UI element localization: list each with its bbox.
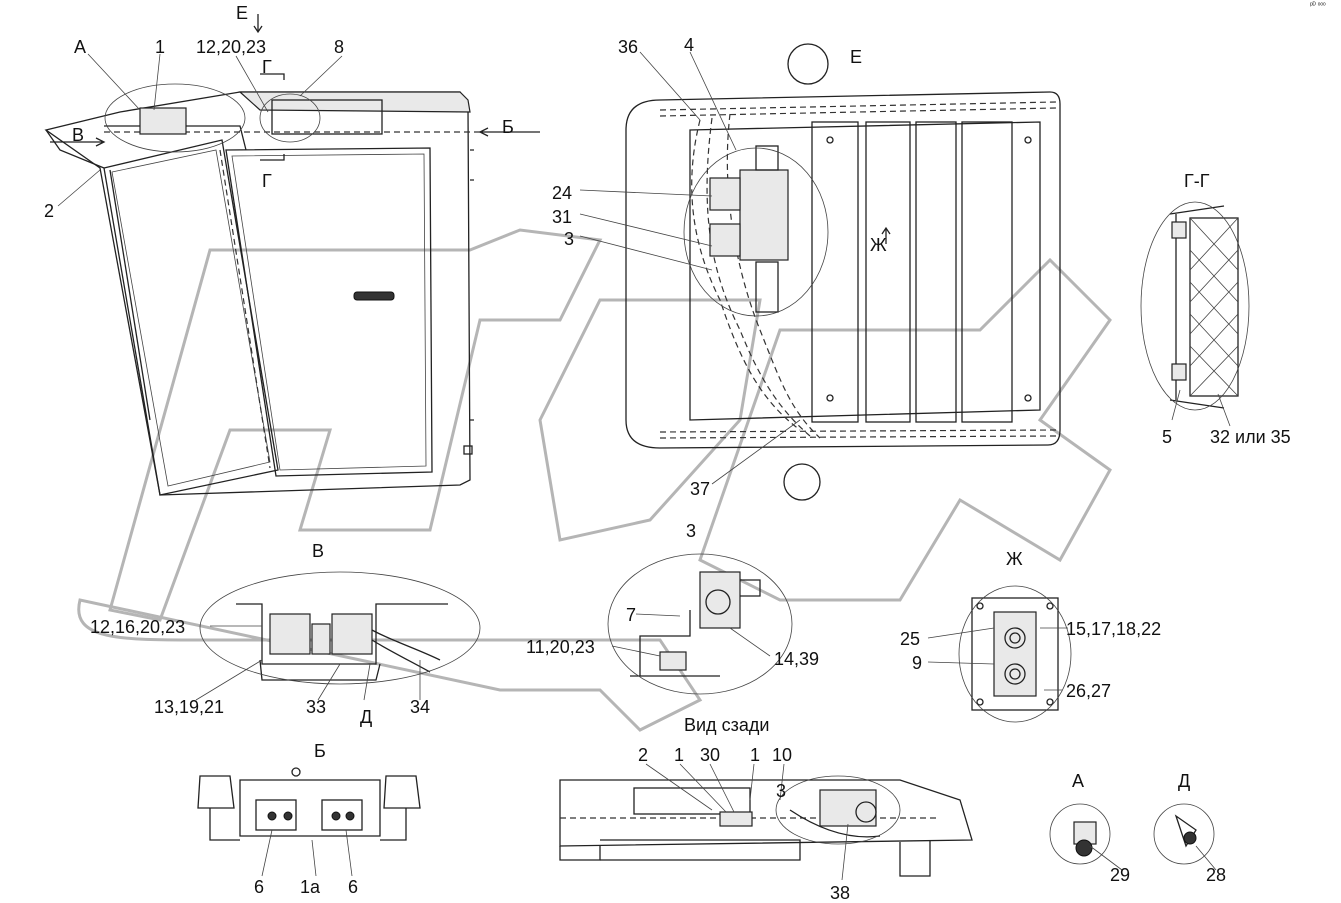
callout-14-39: 14,39 bbox=[774, 649, 820, 669]
callout-25: 25 bbox=[900, 629, 921, 649]
view-label-d: Д bbox=[1178, 771, 1191, 791]
cab-side-view bbox=[44, 14, 540, 496]
corner-mark: ᵖᴰ ᵒᵒᵒ bbox=[1310, 2, 1326, 9]
arrow-label-b: Б bbox=[502, 117, 514, 137]
view-label-a: А bbox=[1072, 771, 1085, 791]
watermark-graphic bbox=[77, 228, 1112, 732]
section-g-g bbox=[1140, 201, 1250, 411]
callout-12-16-20-23: 12,16,20,23 bbox=[90, 617, 186, 637]
callout-8: 8 bbox=[334, 37, 345, 57]
callout-4: 4 bbox=[684, 35, 695, 55]
view-label-v: В bbox=[312, 541, 325, 561]
callout-13-19-21: 13,19,21 bbox=[154, 697, 225, 717]
callout-d: Д bbox=[360, 707, 373, 727]
detail-a bbox=[1049, 803, 1111, 865]
callout-6b: 6 bbox=[348, 877, 359, 897]
callout-37: 37 bbox=[690, 479, 711, 499]
callout-38: 38 bbox=[830, 883, 851, 903]
arrow-label-zh: Ж bbox=[870, 235, 887, 255]
callout-34: 34 bbox=[410, 697, 431, 717]
leader-lines bbox=[57, 51, 1231, 881]
view-label-rear: Вид сзади bbox=[684, 715, 770, 735]
callout-7: 7 bbox=[626, 605, 637, 625]
arrow-label-g-bottom: Г bbox=[262, 171, 272, 191]
callout-12-20-23: 12,20,23 bbox=[196, 37, 267, 57]
callout-32-35: 32 или 35 bbox=[1210, 427, 1291, 447]
arrow-label-e: Е bbox=[236, 3, 249, 23]
callout-rear-10: 10 bbox=[772, 745, 793, 765]
callout-rear-3: 3 bbox=[776, 781, 787, 801]
view-label-3: 3 bbox=[686, 521, 697, 541]
callout-6a: 6 bbox=[254, 877, 265, 897]
callout-36: 36 bbox=[618, 37, 639, 57]
view-rear bbox=[559, 775, 973, 877]
callout-28: 28 bbox=[1206, 865, 1227, 885]
callout-33: 33 bbox=[306, 697, 327, 717]
callout-15-17-18-22: 15,17,18,22 bbox=[1066, 619, 1162, 639]
arrow-label-v: В bbox=[72, 125, 85, 145]
callout-rear-2: 2 bbox=[638, 745, 649, 765]
arrow-label-g-top: Г bbox=[262, 57, 272, 77]
callout-1: 1 bbox=[155, 37, 166, 57]
view-label-zh: Ж bbox=[1006, 549, 1023, 569]
view-label-g-g: Г-Г bbox=[1184, 171, 1210, 191]
view-3 bbox=[607, 553, 793, 695]
callout-rear-30: 30 bbox=[700, 745, 721, 765]
callout-31: 31 bbox=[552, 207, 573, 227]
view-b bbox=[197, 767, 421, 841]
callout-9: 9 bbox=[912, 653, 923, 673]
callout-2: 2 bbox=[44, 201, 55, 221]
callout-a: А bbox=[74, 37, 87, 57]
callout-rear-1b: 1 bbox=[750, 745, 761, 765]
view-v bbox=[199, 571, 481, 685]
callout-29: 29 bbox=[1110, 865, 1131, 885]
callout-11-20-23: 11,20,23 bbox=[526, 637, 595, 657]
callout-26-27: 26,27 bbox=[1066, 681, 1112, 701]
cab-top-view-e bbox=[625, 43, 1061, 501]
view-label-b: Б bbox=[314, 741, 326, 761]
callout-24: 24 bbox=[552, 183, 573, 203]
callout-rear-1: 1 bbox=[674, 745, 685, 765]
detail-d bbox=[1153, 803, 1215, 865]
callout-1a: 1а bbox=[300, 877, 321, 897]
callout-3-top: 3 bbox=[564, 229, 575, 249]
view-zh bbox=[958, 585, 1072, 723]
view-label-e: Е bbox=[850, 47, 863, 67]
callout-5: 5 bbox=[1162, 427, 1173, 447]
